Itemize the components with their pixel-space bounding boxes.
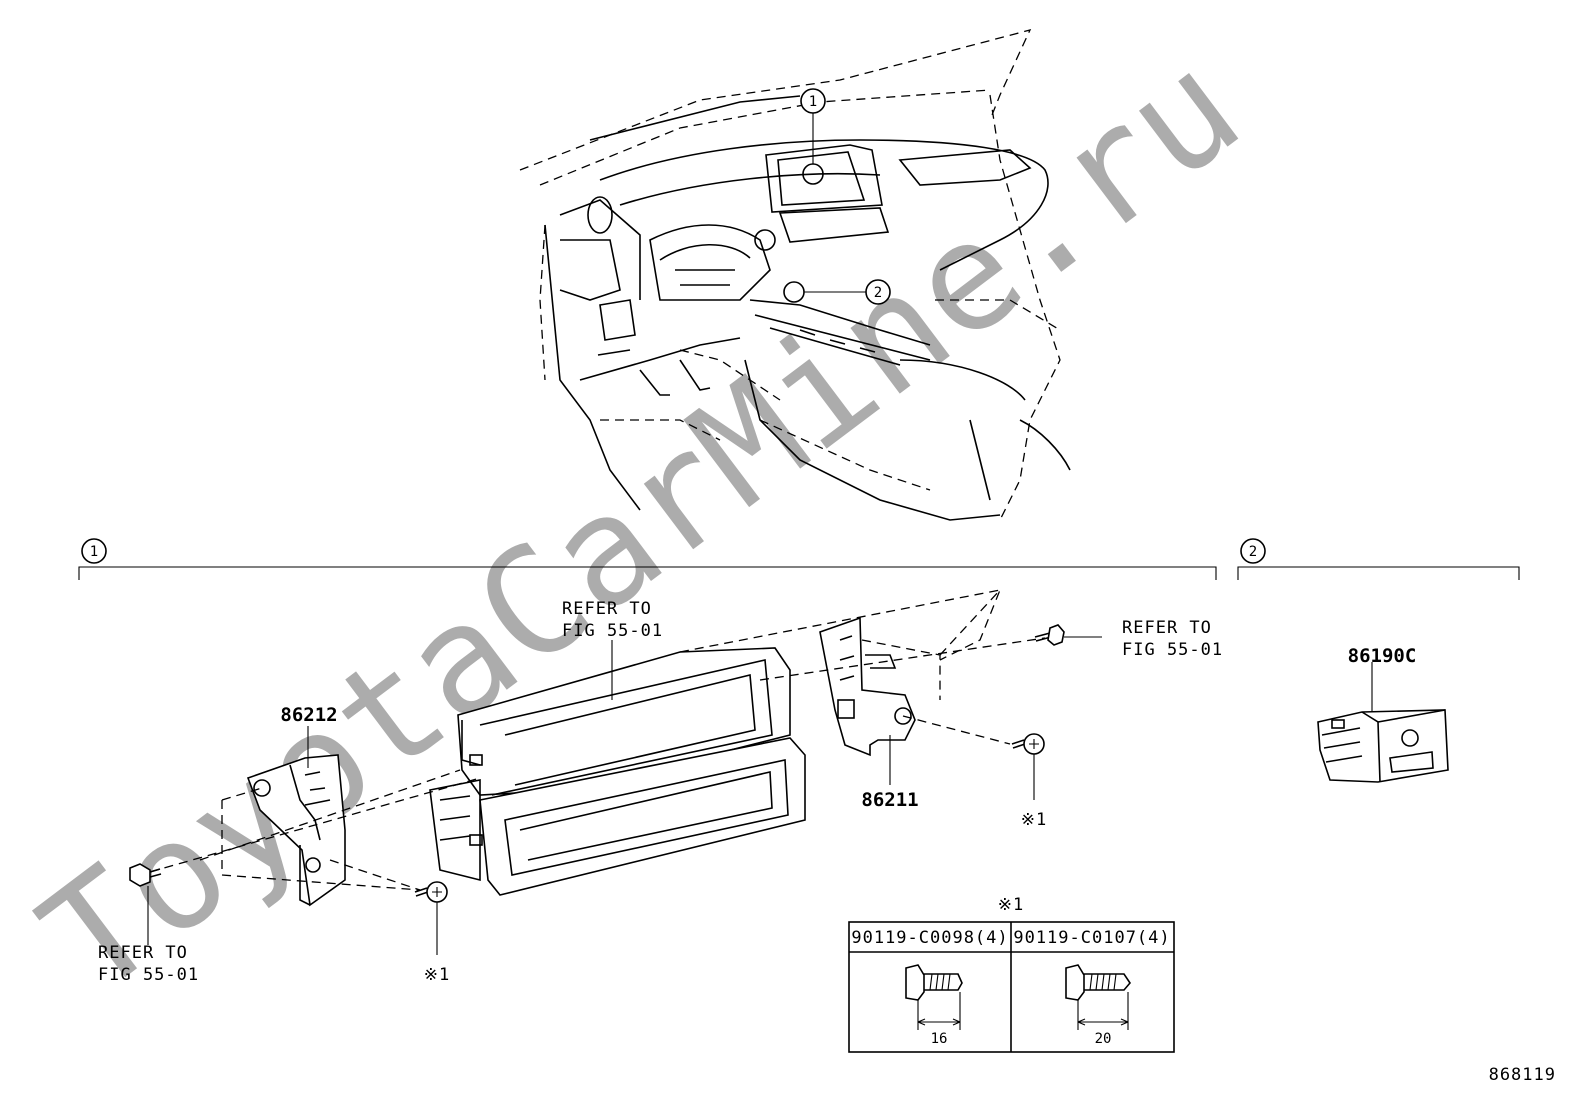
dim-20: 20 (1095, 1031, 1112, 1047)
refer-left-line2: FIG 55-01 (98, 965, 199, 985)
callout-circle-1 (800, 88, 826, 114)
switch-86190c (1317, 709, 1449, 783)
group-2-bracket: 2 (1237, 538, 1520, 580)
screw-mark-table: ※1 (998, 895, 1024, 915)
refer-right-line1: REFER TO (1122, 618, 1212, 638)
refer-top-line1: REFER TO (562, 599, 652, 619)
bolt-16mm-illustration: 16 (905, 964, 963, 1047)
screw-right (1011, 733, 1045, 800)
callout-label-2: 2 (874, 285, 882, 301)
figure-number: 868119 (1489, 1065, 1556, 1085)
dim-16: 16 (931, 1031, 948, 1047)
refer-label-left: REFER TO FIG 55-01 (98, 943, 199, 985)
leader-lines (307, 640, 1373, 785)
refer-top-line2: FIG 55-01 (562, 621, 663, 641)
bolt-left (129, 863, 162, 945)
part-number-86190c: 86190C (1348, 645, 1417, 667)
refer-label-top: REFER TO FIG 55-01 (562, 599, 663, 641)
table-col1-header: 90119-C0098(4) (851, 928, 1008, 948)
group-1-marker: 1 (90, 544, 98, 560)
callout-circle-2 (865, 279, 891, 305)
part-number-86211: 86211 (861, 789, 918, 811)
screw-mark-left: ※1 (424, 965, 450, 985)
part-number-86212: 86212 (280, 704, 337, 726)
bracket-86212 (149, 754, 481, 907)
screw-mark-right: ※1 (1021, 810, 1047, 830)
center-panel-assembly (429, 647, 806, 896)
refer-right-line2: FIG 55-01 (1122, 640, 1223, 660)
screw-left (414, 881, 448, 955)
bolt-top-right (1034, 624, 1102, 646)
bolt-spec-table: 90119-C0098(4) 90119-C0107(4) 16 20 (848, 921, 1175, 1053)
watermark: ToyotaCarMine.ru (12, 20, 1271, 1029)
group-1-bracket: 1 (78, 538, 1217, 580)
bolt-20mm-illustration: 20 (1065, 964, 1132, 1047)
table-col2-header: 90119-C0107(4) (1013, 928, 1170, 948)
group-2-marker: 2 (1249, 544, 1257, 560)
callout-label-1: 1 (809, 94, 817, 110)
watermark-text: ToyotaCarMine.ru (12, 20, 1271, 1029)
dashboard-overview-illustration: 1 2 (519, 29, 1071, 521)
bracket-86211 (679, 589, 1046, 757)
refer-left-line1: REFER TO (98, 943, 188, 963)
refer-label-right: REFER TO FIG 55-01 (1122, 618, 1223, 660)
